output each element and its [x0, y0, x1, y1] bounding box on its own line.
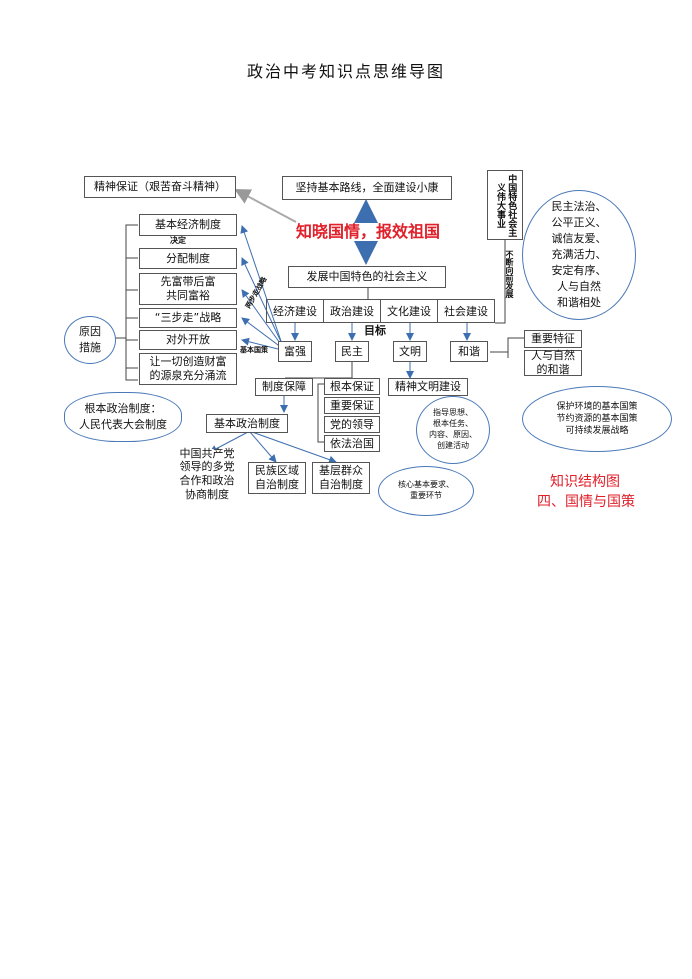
decide-label: 决定: [170, 236, 186, 245]
basic-economic-system: 基本经济制度: [139, 214, 237, 236]
distribution-system: 分配制度: [139, 248, 237, 269]
party-leadership: 党的领导: [324, 416, 380, 433]
social-construction: 社会建设: [444, 305, 488, 318]
important-guarantee: 重要保证: [324, 397, 380, 414]
cause-box: 中国特色社会主义伟大事业: [487, 170, 523, 240]
section-label: 四、国情与国策: [537, 494, 635, 510]
spirit-guarantee-box: 精神保证（艰苦奋斗精神）: [84, 176, 236, 198]
core-requirement-bubble: 核心基本要求、 重要环节: [378, 466, 474, 516]
reason-measure-bubble: 原因 措施: [64, 316, 116, 364]
fundamental-guarantee: 根本保证: [324, 378, 380, 395]
ethnic-autonomy: 民族区域 自治制度: [248, 462, 306, 494]
goal-democratic: 民主: [335, 341, 369, 362]
structure-label: 知识结构图: [550, 474, 620, 490]
constructions-row: 经济建设 政治建设 文化建设 社会建设: [266, 299, 495, 323]
political-construction: 政治建设: [324, 300, 381, 322]
forward-text: 不断向前发展: [505, 250, 514, 298]
goal-prosperous: 富强: [278, 341, 312, 362]
human-nature-harmony: 人与自然 的和谐: [524, 349, 582, 376]
page-title: 政治中考知识点思维导图: [246, 62, 445, 81]
important-feature-box: 重要特征: [524, 330, 582, 348]
rule-of-law: 依法治国: [324, 435, 380, 452]
environment-policy-bubble: 保护环境的基本国策 节约资源的基本国策 可持续发展战略: [522, 386, 672, 452]
economic-construction: 经济建设: [267, 300, 324, 322]
cause-text: 中国特色社会主义伟大事业: [495, 173, 517, 237]
spiritual-note-bubble: 指导思想、 根本任务、 内容、原因、 创建活动: [416, 396, 490, 464]
three-step-strategy: “三步走”战略: [139, 308, 237, 328]
goal-civilized: 文明: [393, 341, 427, 362]
basic-political-system: 基本政治制度: [206, 414, 288, 433]
wealth-sources: 让一切创造财富 的源泉充分涌流: [139, 353, 237, 385]
cultural-construction: 文化建设: [381, 300, 438, 322]
system-guarantee-box: 制度保障: [255, 378, 313, 396]
root-political-bubble: 根本政治制度： 人民代表大会制度: [64, 392, 182, 442]
basic-line-box: 坚持基本路线，全面建设小康: [282, 176, 452, 200]
socialism-box: 发展中国特色的社会主义: [288, 266, 446, 288]
grassroots-autonomy: 基层群众 自治制度: [312, 462, 370, 494]
harmony-features-bubble: 民主法治、 公平正义、 诚信友爱、 充满活力、 安定有序、 人与自然 和谐相处: [522, 190, 636, 320]
multiparty-cooperation: 中国共产党 领导的多党 合作和政治 协商制度: [173, 447, 241, 501]
goal-harmonious: 和谐: [450, 341, 488, 362]
opening-up: 对外开放: [139, 330, 237, 350]
basic-policy-label: 基本国策: [240, 346, 268, 354]
center-slogan: 知晓国情，报效祖国: [295, 222, 440, 241]
spiritual-civilization-box: 精神文明建设: [388, 378, 468, 396]
goal-label: 目标: [364, 324, 386, 337]
common-prosperity: 先富带后富 共同富裕: [139, 273, 237, 305]
